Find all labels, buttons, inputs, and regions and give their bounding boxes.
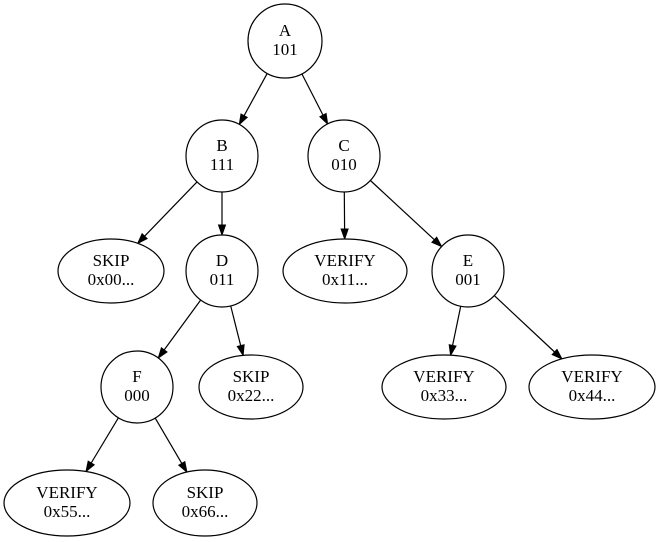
arrowhead-b-skip-0x00 bbox=[136, 232, 148, 245]
node-verify-0x55: VERIFY0x55... bbox=[3, 469, 131, 537]
node-skip-0x22-sublabel: 0x22... bbox=[228, 386, 275, 405]
node-verify-0x44-sublabel: 0x44... bbox=[569, 386, 616, 405]
node-skip-0x00-sublabel: 0x00... bbox=[88, 270, 135, 289]
node-verify-0x55-label: VERIFY bbox=[36, 483, 97, 502]
node-b-sublabel: 111 bbox=[210, 155, 234, 174]
node-verify-0x11: VERIFY0x11... bbox=[282, 238, 408, 304]
node-b-label: B bbox=[216, 136, 227, 155]
node-c-sublabel: 010 bbox=[331, 155, 357, 174]
edge-a-c bbox=[301, 73, 324, 116]
edge-e-verify-0x44 bbox=[493, 295, 556, 353]
edge-d-skip-0x22 bbox=[230, 305, 242, 346]
node-skip-0x66: SKIP0x66... bbox=[152, 469, 258, 537]
edge-a-b bbox=[243, 73, 268, 116]
node-skip-0x66-label: SKIP bbox=[187, 483, 224, 502]
node-c-label: C bbox=[338, 136, 349, 155]
node-a-label: A bbox=[279, 21, 292, 40]
arrowhead-b-d bbox=[217, 224, 227, 237]
node-verify-0x44-shape bbox=[528, 354, 656, 420]
node-verify-0x33-sublabel: 0x33... bbox=[421, 386, 468, 405]
node-verify-0x11-label: VERIFY bbox=[314, 251, 375, 270]
node-verify-0x33-label: VERIFY bbox=[413, 367, 474, 386]
node-skip-0x22-label: SKIP bbox=[233, 367, 270, 386]
node-verify-0x44: VERIFY0x44... bbox=[528, 354, 656, 420]
node-a-shape bbox=[247, 3, 323, 79]
node-skip-0x66-shape bbox=[152, 469, 258, 537]
arrowhead-a-c bbox=[319, 112, 329, 126]
node-skip-0x66-sublabel: 0x66... bbox=[182, 502, 229, 521]
node-e-label: E bbox=[463, 251, 473, 270]
arrowhead-e-verify-0x33 bbox=[448, 344, 457, 357]
edge-c-e bbox=[369, 180, 435, 241]
node-d-shape bbox=[185, 234, 259, 308]
node-f-shape bbox=[100, 350, 174, 424]
node-verify-0x33-shape bbox=[381, 354, 507, 420]
arrowhead-e-verify-0x44 bbox=[551, 348, 564, 360]
arrowhead-f-verify-0x55 bbox=[85, 460, 96, 473]
node-verify-0x33: VERIFY0x33... bbox=[381, 354, 507, 420]
node-e-sublabel: 001 bbox=[455, 270, 481, 289]
arrowhead-d-f bbox=[157, 346, 168, 360]
edge-d-f bbox=[163, 299, 202, 351]
edge-f-verify-0x55 bbox=[90, 417, 119, 464]
node-verify-0x11-shape bbox=[282, 238, 408, 304]
arrowhead-a-b bbox=[238, 113, 249, 126]
node-e-shape bbox=[431, 234, 505, 308]
arrowhead-d-skip-0x22 bbox=[236, 344, 245, 357]
node-verify-0x55-shape bbox=[3, 469, 131, 537]
edge-f-skip-0x66 bbox=[154, 417, 183, 464]
node-verify-0x44-label: VERIFY bbox=[561, 367, 622, 386]
node-skip-0x22-shape bbox=[198, 354, 304, 420]
node-f-label: F bbox=[132, 367, 141, 386]
node-skip-0x22: SKIP0x22... bbox=[198, 354, 304, 420]
arrowhead-f-skip-0x66 bbox=[177, 460, 188, 474]
node-c-shape bbox=[307, 119, 381, 193]
node-verify-0x55-sublabel: 0x55... bbox=[44, 502, 91, 521]
node-d-label: D bbox=[216, 251, 228, 270]
arrowhead-c-verify-0x11 bbox=[340, 228, 349, 241]
node-f-sublabel: 000 bbox=[124, 386, 150, 405]
node-skip-0x00: SKIP0x00... bbox=[57, 238, 165, 304]
edge-b-skip-0x00 bbox=[144, 181, 198, 237]
node-b-shape bbox=[185, 119, 259, 193]
node-skip-0x00-shape bbox=[57, 238, 165, 304]
node-d-sublabel: 011 bbox=[210, 270, 235, 289]
node-verify-0x11-sublabel: 0x11... bbox=[322, 270, 368, 289]
arrowhead-c-e bbox=[431, 236, 443, 248]
edge-e-verify-0x33 bbox=[452, 306, 462, 346]
node-skip-0x00-label: SKIP bbox=[93, 251, 130, 270]
node-a-sublabel: 101 bbox=[272, 40, 298, 59]
